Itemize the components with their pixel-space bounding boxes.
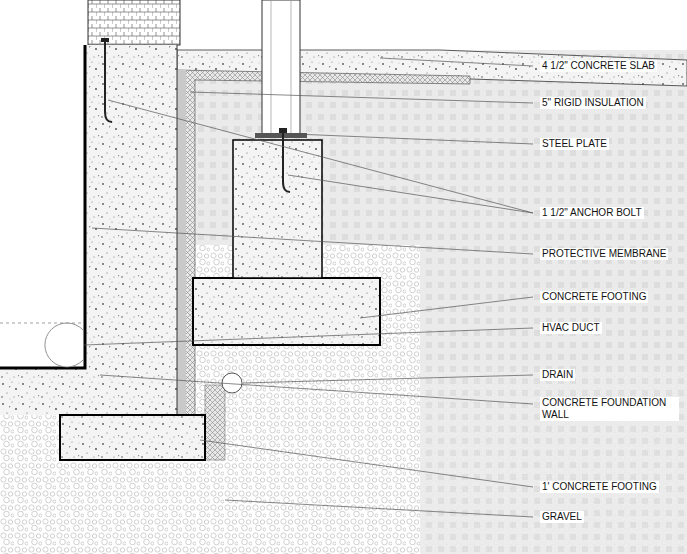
footing-label: CONCRETE FOOTING xyxy=(540,291,648,303)
drain-label: DRAIN xyxy=(540,369,575,381)
duct-label: HVAC DUCT xyxy=(540,322,602,334)
wall-label: CONCRETE FOUNDATION WALL xyxy=(540,397,679,421)
slab-label: 4 1/2" CONCRETE SLAB xyxy=(540,60,657,72)
membrane-label: PROTECTIVE MEMBRANE xyxy=(540,248,668,260)
gravel-label: GRAVEL xyxy=(540,511,584,523)
plate-label: STEEL PLATE xyxy=(540,138,609,150)
insulation-label: 5" RIGID INSULATION xyxy=(540,97,646,109)
footing-label: 1' CONCRETE FOOTING xyxy=(540,481,659,493)
bolt-label: 1 1/2" ANCHOR BOLT xyxy=(540,207,644,219)
